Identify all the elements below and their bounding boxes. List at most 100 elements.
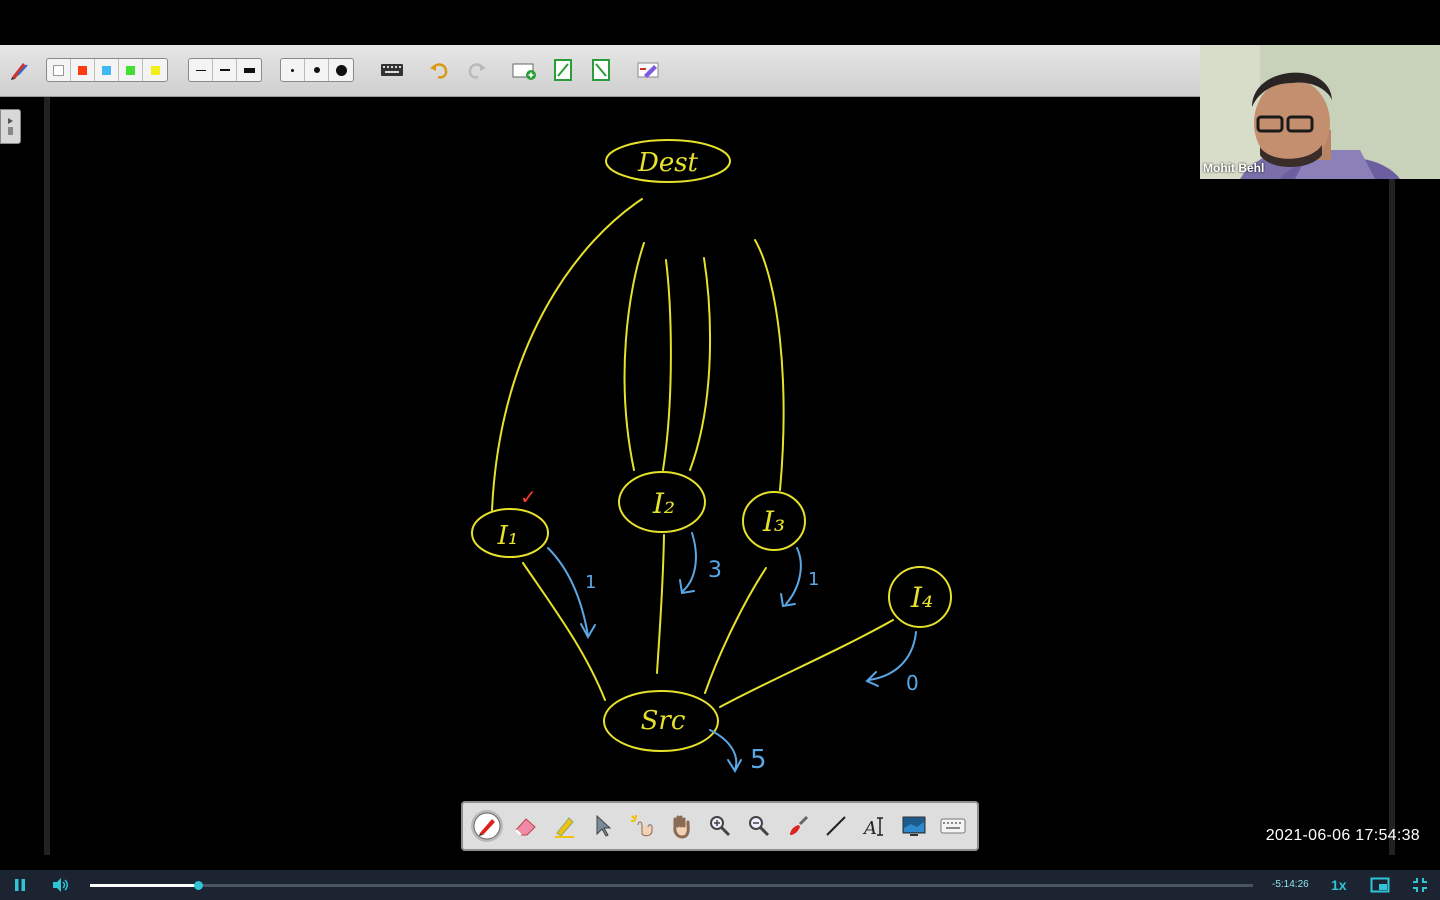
color-red-swatch[interactable] <box>71 59 95 81</box>
color-green-swatch[interactable] <box>119 59 143 81</box>
line-thick-button[interactable] <box>237 59 261 81</box>
hand-tool-button[interactable] <box>665 810 697 842</box>
redo-icon[interactable] <box>464 57 490 83</box>
color-white-swatch[interactable] <box>47 59 71 81</box>
flow-arrow-i4-head <box>865 671 879 687</box>
color-blue-fill <box>102 65 111 75</box>
board-left-edge <box>44 97 50 855</box>
side-panel-toggle[interactable] <box>0 109 21 144</box>
node-i4-label: I₄ <box>910 581 933 614</box>
node-i3-label: I₃ <box>762 505 785 538</box>
node-dest-oval <box>605 139 731 183</box>
node-dest-label: Dest <box>637 148 699 178</box>
flow-arrow-i1 <box>547 547 589 637</box>
pen-tool-button[interactable] <box>471 810 503 842</box>
edge-dest-i2-b <box>662 259 672 471</box>
brush-tool-button[interactable] <box>782 810 814 842</box>
edge-dest-i2-a <box>623 242 645 471</box>
hand-pan-icon <box>673 815 690 839</box>
svg-text:A: A <box>862 818 877 838</box>
volume-button[interactable] <box>48 870 72 900</box>
dot-large-icon <box>335 64 347 76</box>
seek-bar[interactable] <box>90 881 1253 890</box>
clear-board-icon[interactable] <box>636 57 662 83</box>
handle-grip-icon <box>8 127 13 135</box>
playback-speed-button[interactable]: 1x <box>1331 877 1347 893</box>
line-thick-icon <box>243 67 255 73</box>
dot-medium-icon <box>313 67 320 73</box>
screen-icon <box>902 816 926 836</box>
previous-page-icon[interactable] <box>550 57 576 83</box>
edge-i1-src <box>522 562 606 701</box>
board-right-edge <box>1389 97 1395 855</box>
zoom-out-tool-button[interactable] <box>743 810 775 842</box>
color-white-fill <box>53 64 64 76</box>
color-yellow-fill <box>150 65 160 75</box>
node-i1-label: I₁ <box>497 521 519 551</box>
presenter-webcam: Mohit Behl <box>1200 45 1440 179</box>
eraser-tool-button[interactable] <box>510 810 542 842</box>
edge-dest-i2-c <box>689 257 712 471</box>
color-yellow-swatch[interactable] <box>143 59 167 81</box>
zoom-in-icon <box>709 816 731 837</box>
zoom-in-tool-button[interactable] <box>704 810 736 842</box>
screen-tool-button[interactable] <box>898 810 930 842</box>
dot-large-button[interactable] <box>329 59 353 81</box>
seek-progress <box>90 884 199 887</box>
expand-arrow-icon <box>8 118 13 124</box>
line-tool-button[interactable] <box>820 810 852 842</box>
volume-icon <box>53 878 68 892</box>
edge-i2-src <box>656 534 665 674</box>
line-thin-button[interactable] <box>189 59 213 81</box>
edge-i4-src <box>719 619 894 708</box>
pointer-tool-button[interactable] <box>587 810 619 842</box>
flow-arrow-src-head <box>727 759 742 773</box>
dot-small-button[interactable] <box>281 59 305 81</box>
seek-handle[interactable] <box>194 881 204 890</box>
next-page-icon[interactable] <box>588 57 614 83</box>
keyboard-tool-button[interactable] <box>937 810 969 842</box>
color-palette <box>46 58 168 82</box>
flow-arrow-i4 <box>868 631 917 681</box>
highlighter-icon <box>554 817 574 838</box>
new-page-icon[interactable] <box>511 57 537 83</box>
dot-medium-button[interactable] <box>305 59 329 81</box>
text-tool-button[interactable]: A <box>859 810 891 842</box>
node-src-oval <box>603 690 719 752</box>
edge-label-i1: 1 <box>585 572 596 593</box>
color-blue-swatch[interactable] <box>95 59 119 81</box>
line-medium-icon <box>219 69 230 71</box>
whiteboard-toolbar <box>0 45 1200 97</box>
edge-dest-i3 <box>754 239 785 491</box>
node-i1-oval <box>471 508 549 558</box>
laser-tool-button[interactable] <box>626 810 658 842</box>
highlighter-tool-button[interactable] <box>549 810 581 842</box>
line-icon <box>826 816 847 836</box>
edge-label-i2: 3 <box>708 558 722 583</box>
red-check-mark: ✓ <box>520 485 537 509</box>
exit-fullscreen-icon <box>1413 878 1427 892</box>
keyboard-icon[interactable] <box>379 57 405 83</box>
pointer-icon <box>596 814 612 837</box>
edge-label-i3: 1 <box>808 569 819 590</box>
exit-fullscreen-button[interactable] <box>1408 870 1432 900</box>
line-width-group <box>188 58 262 82</box>
edge-label-src: 5 <box>750 745 767 775</box>
node-src-label: Src <box>641 706 686 736</box>
picture-in-picture-button[interactable] <box>1368 870 1392 900</box>
line-medium-button[interactable] <box>213 59 237 81</box>
edge-dest-i1 <box>491 198 643 511</box>
edge-label-i4: 0 <box>906 671 919 695</box>
pen-settings-icon[interactable] <box>6 57 32 83</box>
color-green-fill <box>126 65 135 75</box>
node-i2-label: I₂ <box>652 487 675 520</box>
keyboard-icon <box>940 818 966 834</box>
brush-icon <box>789 815 808 835</box>
laser-pointer-icon <box>631 815 653 837</box>
undo-icon[interactable] <box>426 57 452 83</box>
edge-i3-src <box>704 567 767 694</box>
node-i3-oval <box>742 491 806 551</box>
flow-arrow-i3-head <box>780 593 796 608</box>
pause-button[interactable] <box>8 870 32 900</box>
